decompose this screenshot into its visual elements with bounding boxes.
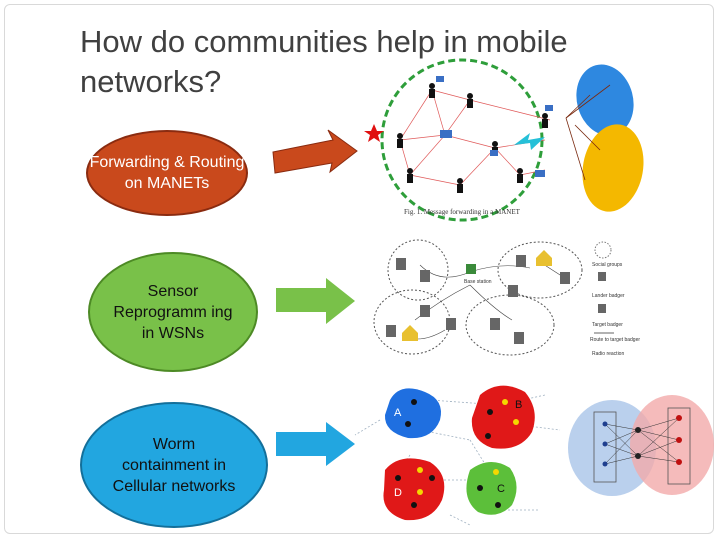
infected-node-dot <box>502 399 508 405</box>
infected-node-dot <box>493 469 499 475</box>
red-cluster-blob <box>630 395 714 495</box>
badger-icon <box>490 318 500 330</box>
laptop-icon <box>490 150 498 156</box>
arrow-to-cellular-figure <box>276 422 355 466</box>
badger-icon <box>514 332 524 344</box>
mobile-user-icon <box>467 93 473 108</box>
node-dot <box>411 502 417 508</box>
legend-social-group-icon <box>595 242 611 258</box>
legend-route: Route to target badger <box>590 337 640 343</box>
laptop-icon <box>440 130 452 138</box>
graph-node <box>603 442 608 447</box>
wsn-figure: Base station Social groups Lander badger… <box>374 240 640 357</box>
laptop-icon <box>545 105 553 111</box>
house-icon <box>402 325 418 341</box>
node-dot <box>429 475 435 481</box>
legend-lander-badger-icon <box>598 272 606 281</box>
badger-icon <box>516 255 526 267</box>
mobile-user-icon <box>542 113 548 128</box>
manet-figure <box>364 58 650 220</box>
graph-node <box>676 459 682 465</box>
community-label-d: D <box>394 487 402 499</box>
node-dot <box>487 409 493 415</box>
badger-icon <box>508 285 518 297</box>
node-dot <box>411 399 417 405</box>
badger-icon <box>446 318 456 330</box>
infected-node-dot <box>513 419 519 425</box>
badger-icon <box>396 258 406 270</box>
legend-target-badger-icon <box>598 304 606 313</box>
node-dot <box>485 433 491 439</box>
community-label-a: A <box>394 407 402 419</box>
badger-icon <box>560 272 570 284</box>
social-group-boundary <box>466 295 554 355</box>
graph-node <box>635 453 641 459</box>
graph-node <box>635 427 641 433</box>
community-label-c: C <box>497 483 505 495</box>
arrow-to-wsn-figure <box>276 278 355 324</box>
infected-node-dot <box>417 489 423 495</box>
yellow-community <box>576 119 650 216</box>
node-dot <box>495 502 501 508</box>
mobile-user-icon <box>517 168 523 183</box>
house-icon <box>536 250 552 266</box>
badger-icon <box>420 270 430 282</box>
legend-social-groups: Social groups <box>592 262 623 268</box>
infected-node-dot <box>417 467 423 473</box>
base-station-label: Base station <box>464 279 492 285</box>
cellular-figure: A B C D <box>355 386 714 525</box>
manet-figure-caption: Fig. 1. Message forwarding in a MANET <box>404 208 520 216</box>
mobile-user-icon <box>429 83 435 98</box>
community-boundary <box>382 60 542 220</box>
legend-radio-reaction: Radio reaction <box>592 351 624 357</box>
community-d <box>383 458 444 520</box>
node-dot <box>405 421 411 427</box>
legend-lander-badger: Lander badger <box>592 293 625 299</box>
graph-node <box>603 462 608 467</box>
mobile-user-icon <box>397 133 403 148</box>
legend-target-badger: Target badger <box>592 322 623 328</box>
node-dot <box>477 485 483 491</box>
graph-node <box>676 437 682 443</box>
laptop-icon <box>535 170 545 177</box>
graph-node <box>676 415 682 421</box>
pointer-arrow <box>514 133 545 150</box>
community-label-b: B <box>515 399 522 411</box>
graph-node <box>603 422 608 427</box>
badger-icon <box>386 325 396 337</box>
arrow-to-manet-figure <box>273 130 357 173</box>
laptop-icon <box>436 76 444 82</box>
source-star-icon <box>364 124 384 142</box>
community-b <box>472 386 535 449</box>
community-c <box>466 462 516 515</box>
base-station-icon <box>466 264 476 274</box>
mobile-user-icon <box>407 168 413 183</box>
node-dot <box>395 475 401 481</box>
mobile-user-icon <box>457 178 463 193</box>
badger-icon <box>420 305 430 317</box>
